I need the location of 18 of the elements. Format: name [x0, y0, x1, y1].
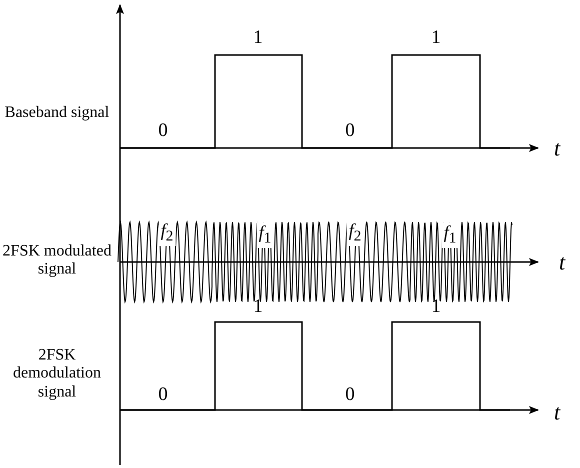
time-axis-label: t [554, 399, 560, 425]
time-axis-label: t [558, 249, 566, 275]
frequency-label: f$_{2}$ [158, 220, 176, 246]
frequency-label: f$_{1}$ [442, 222, 458, 248]
frequency-label: f$_{2}$ [346, 220, 364, 246]
bit-value: 0 [345, 384, 355, 406]
bit-value: 0 [158, 120, 168, 142]
signal-label: Baseband signal [4, 104, 110, 122]
signal-label: 2FSK demodulation signal [12, 346, 102, 402]
bit-value: 0 [345, 120, 355, 142]
bit-value: 1 [253, 27, 263, 49]
signal-label: 2FSK modulated signal [2, 242, 112, 280]
bit-value: 1 [431, 296, 441, 318]
frequency-label: f$_{1}$ [256, 222, 274, 248]
bit-value: 1 [431, 27, 441, 49]
time-axis-label: t [554, 135, 560, 161]
bit-value: 0 [158, 384, 168, 406]
bit-value: 1 [253, 296, 263, 318]
